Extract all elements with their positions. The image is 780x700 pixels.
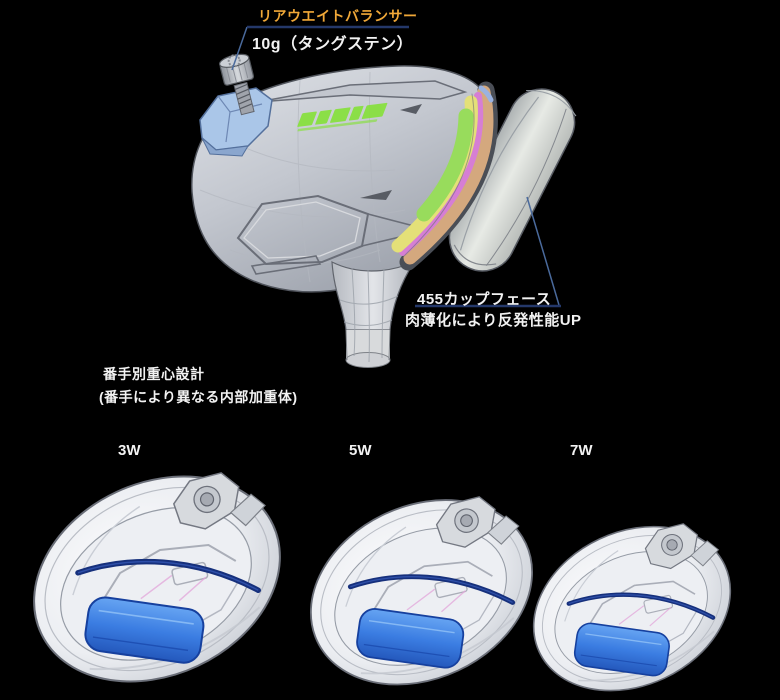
section-title: 番手別重心設計 xyxy=(103,366,205,382)
rear-weight-title: リアウエイトバランサー xyxy=(258,8,418,24)
cup-face-illustration xyxy=(448,88,577,272)
rear-weight-spec: 10g（タングステン） xyxy=(252,36,414,53)
weight-balancer-illustration xyxy=(199,53,273,157)
club-label-5w: 5W xyxy=(349,442,372,459)
cup-face-name: 455カップフェース xyxy=(417,291,552,308)
club-head-body xyxy=(191,65,493,293)
face-layer-blue xyxy=(478,85,494,103)
face-layer-tan xyxy=(403,85,494,265)
head-interior-7w xyxy=(507,495,758,700)
head-interior-3w xyxy=(0,437,314,700)
face-layer-stack xyxy=(391,81,498,271)
cup-face-desc: 肉薄化により反発性能UP xyxy=(405,312,582,329)
hosel-illustration xyxy=(331,260,416,368)
face-layer-yellow xyxy=(391,95,478,253)
head-interior-5w xyxy=(281,465,564,700)
face-layer-magenta xyxy=(399,92,484,256)
weight-screw-illustration xyxy=(218,53,255,116)
face-layer-green xyxy=(416,108,474,222)
section-subtitle: (番手により異なる内部加重体) xyxy=(99,389,298,405)
sole-logo xyxy=(297,102,388,132)
club-label-3w: 3W xyxy=(118,442,141,459)
club-label-7w: 7W xyxy=(570,442,593,459)
